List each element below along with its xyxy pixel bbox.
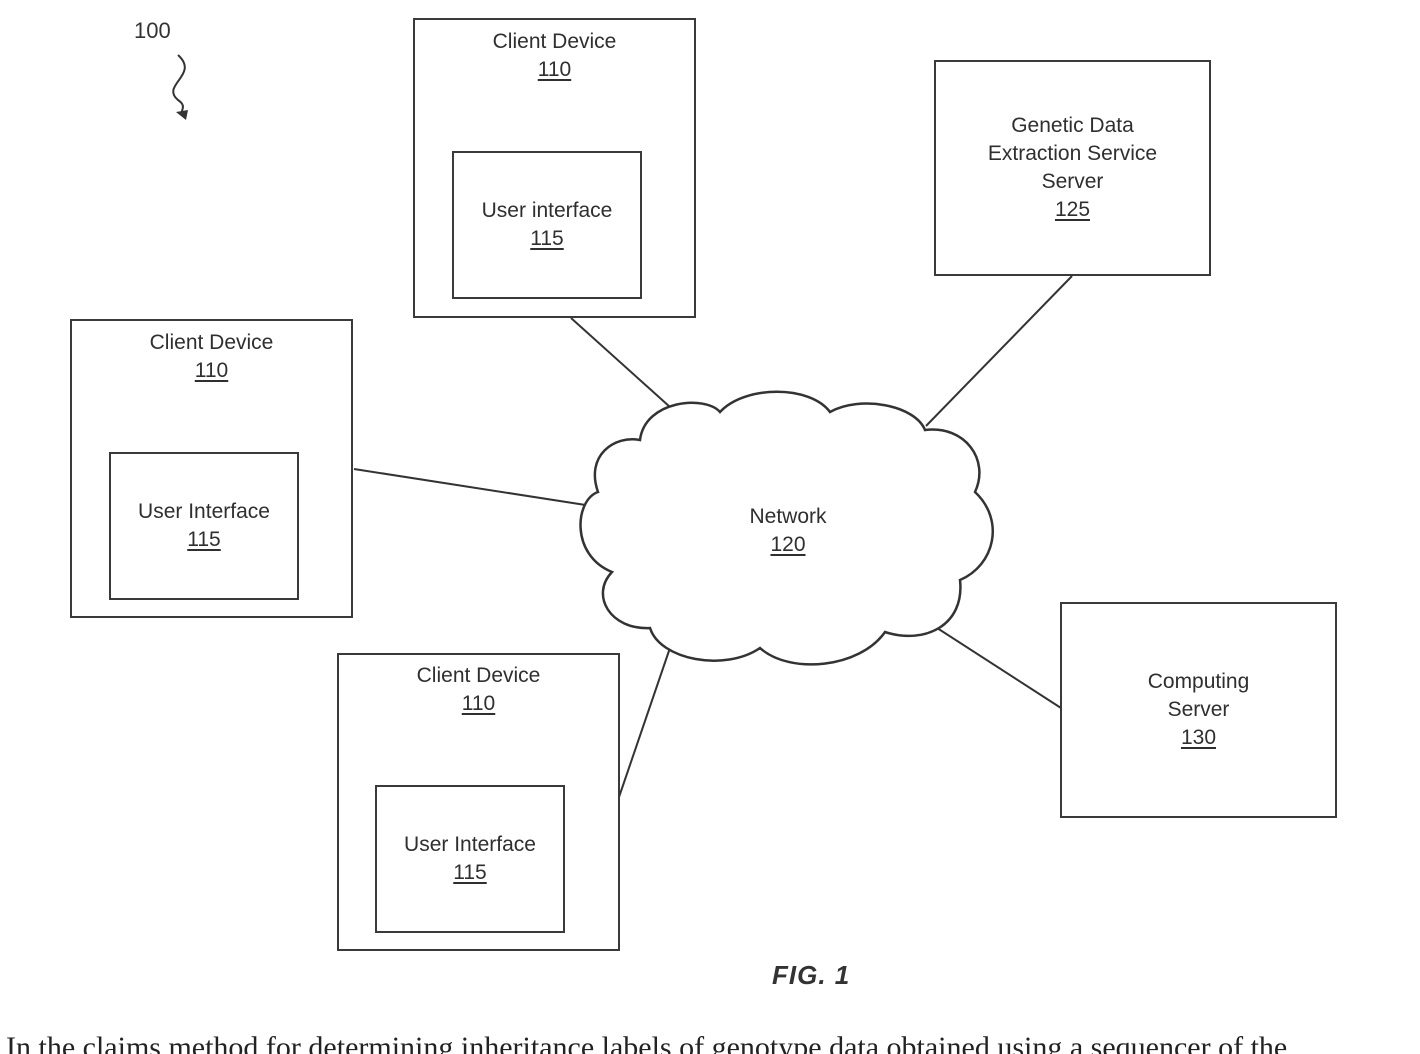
client-device-number: 110	[70, 357, 353, 385]
user-interface-title: User Interface	[109, 498, 299, 526]
computing-server-label: Computing Server 130	[1060, 668, 1337, 752]
client-device-left-label: Client Device 110	[70, 329, 353, 385]
link-genetic-server-network	[926, 276, 1072, 426]
client-device-number: 110	[337, 690, 620, 718]
link-left-client-network	[354, 469, 592, 506]
genetic-data-extraction-server-label: Genetic Data Extraction Service Server 1…	[934, 112, 1211, 224]
user-interface-number: 115	[109, 526, 299, 554]
user-interface-title: User interface	[452, 197, 642, 225]
genetic-server-line-1: Genetic Data	[934, 112, 1211, 140]
reference-arrowhead	[176, 110, 188, 120]
network-title: Network	[718, 503, 858, 531]
network-label: Network 120	[718, 503, 858, 559]
link-top-client-network	[571, 318, 680, 416]
client-device-title: Client Device	[70, 329, 353, 357]
reference-arrow	[173, 55, 186, 118]
user-interface-title: User Interface	[375, 831, 565, 859]
computing-server-line-2: Server	[1060, 696, 1337, 724]
computing-server-line-1: Computing	[1060, 668, 1337, 696]
user-interface-top-label: User interface 115	[452, 197, 642, 253]
client-device-bottom-label: Client Device 110	[337, 662, 620, 718]
client-device-number: 110	[413, 56, 696, 84]
genetic-server-number: 125	[934, 196, 1211, 224]
genetic-server-line-2: Extraction Service	[934, 140, 1211, 168]
user-interface-left-label: User Interface 115	[109, 498, 299, 554]
network-number: 120	[718, 531, 858, 559]
figure-reference-number: 100	[134, 18, 171, 44]
link-computing-server-network	[934, 626, 1061, 708]
genetic-server-line-3: Server	[934, 168, 1211, 196]
link-bottom-client-network	[618, 642, 672, 800]
user-interface-bottom-label: User Interface 115	[375, 831, 565, 887]
computing-server-number: 130	[1060, 724, 1337, 752]
client-device-top-label: Client Device 110	[413, 28, 696, 84]
client-device-title: Client Device	[413, 28, 696, 56]
client-device-title: Client Device	[337, 662, 620, 690]
truncated-body-text: In the claims method for determining inh…	[0, 1028, 1420, 1054]
user-interface-number: 115	[452, 225, 642, 253]
figure-caption: FIG. 1	[772, 960, 850, 991]
user-interface-number: 115	[375, 859, 565, 887]
